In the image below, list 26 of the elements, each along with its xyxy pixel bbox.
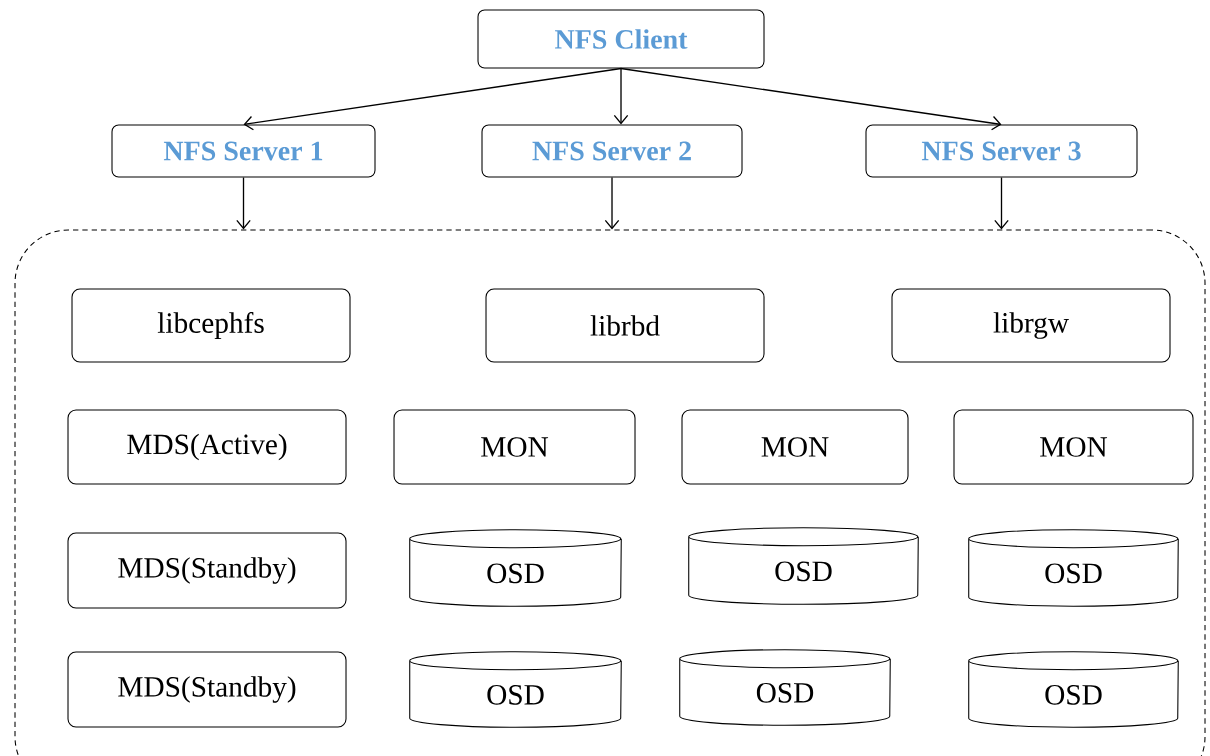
- arrow: [604, 176, 620, 230]
- server-box: NFS Server 2: [481, 124, 743, 178]
- arrow: [620, 67, 1002, 131]
- server-box: NFS Server 1: [111, 124, 376, 178]
- disk-cylinder: OSD: [409, 529, 622, 607]
- component-box: librbd: [485, 288, 765, 363]
- arrow: [243, 67, 622, 131]
- disk-cylinder: OSD: [679, 649, 891, 726]
- disk-cylinder: OSD: [968, 651, 1179, 728]
- arrow: [994, 176, 1009, 230]
- arrow: [613, 67, 629, 125]
- component-box: MON: [953, 409, 1194, 485]
- component-box: MDS(Standby): [67, 532, 347, 609]
- cluster-boundary: [14, 229, 1206, 756]
- component-box: librgw: [891, 288, 1171, 363]
- component-box: libcephfs: [71, 288, 351, 363]
- component-box: MDS(Standby): [67, 651, 347, 728]
- disk-cylinder: OSD: [968, 529, 1179, 607]
- arrow: [236, 176, 251, 230]
- server-box: NFS Server 3: [865, 124, 1138, 178]
- component-box: MDS(Active): [67, 409, 347, 485]
- component-box: MON: [681, 409, 909, 485]
- server-box: NFS Client: [477, 9, 765, 69]
- disk-cylinder: OSD: [688, 527, 919, 605]
- component-box: MON: [393, 409, 636, 485]
- disk-cylinder: OSD: [409, 651, 622, 728]
